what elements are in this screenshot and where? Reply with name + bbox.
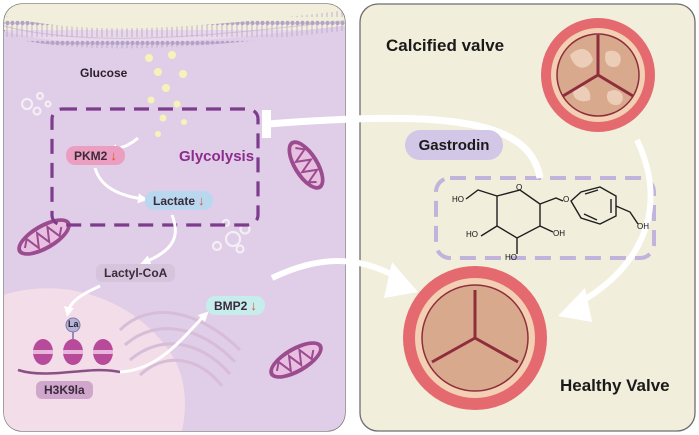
pkm2-label: PKM2 — [74, 148, 108, 163]
lactate-pill: Lactate↓ — [145, 191, 213, 210]
treatment-panel — [359, 3, 696, 432]
lactate-label: Lactate — [153, 193, 196, 208]
pkm2-down-arrow: ↓ — [110, 148, 117, 163]
lactate-down-arrow: ↓ — [198, 193, 205, 208]
atom-ho-top-left: HO — [452, 195, 464, 204]
glucose-particles — [145, 51, 187, 137]
bmp2-pill: BMP2↓ — [206, 296, 265, 315]
mitochondrion-bottom-right — [269, 341, 323, 379]
glycolysis-box — [50, 107, 260, 227]
arrow-lactate-to-lactyl — [140, 214, 177, 265]
pkm2-pill: PKM2↓ — [66, 146, 125, 165]
gastrodin-inhibition-arrow — [262, 110, 544, 179]
bmp2-label: BMP2 — [214, 298, 248, 313]
glycolysis-label: Glycolysis — [179, 148, 255, 165]
vesicles — [20, 91, 251, 254]
la-label: La — [68, 319, 79, 329]
h3k9la-label: H3K9la — [44, 383, 85, 397]
cell-membrane-line — [4, 19, 345, 39]
atom-ho-left: HO — [466, 230, 478, 239]
lactyl-coa-label: Lactyl-CoA — [104, 266, 168, 280]
atom-oh-tail: OH — [637, 222, 649, 231]
lactyl-mark — [65, 317, 81, 333]
nucleus — [4, 288, 185, 431]
calcified-valve-label: Calcified valve — [386, 36, 505, 55]
gastrodin-structure — [465, 186, 639, 254]
healthy-valve — [403, 266, 547, 410]
arrow-h3k9la-to-bmp2 — [119, 311, 209, 374]
gastrodin-pill: Gastrodin — [405, 130, 503, 160]
arrow-calcified-to-healthy-valve — [558, 138, 654, 322]
atom-o-ring: O — [516, 183, 523, 192]
calcified-valve — [541, 18, 655, 132]
glucose-label: Glucose — [80, 66, 128, 80]
atom-oh-right: OH — [553, 229, 565, 238]
gastrodin-box — [434, 176, 656, 260]
healthy-valve-label: Healthy Valve — [560, 376, 670, 395]
lactyl-coa-pill: Lactyl-CoA — [96, 264, 176, 282]
arrow-pkm2-to-lactate — [93, 167, 148, 204]
atom-o-link: O — [563, 195, 570, 204]
cell-panel — [3, 3, 346, 432]
mitochondrion-left — [17, 218, 71, 256]
gastrodin-label: Gastrodin — [418, 136, 490, 154]
nucleosome-chain — [17, 317, 121, 375]
arrow-bmp2-to-healthy-valve — [270, 258, 418, 298]
endoplasmic-reticulum — [118, 311, 242, 387]
atom-ho-bottom: HO — [505, 253, 517, 262]
h3k9la-pill: H3K9la — [36, 381, 93, 399]
arrow-lactyl-to-h3k9la — [64, 284, 101, 317]
mitochondrion-top-right — [287, 140, 325, 190]
bmp2-down-arrow: ↓ — [250, 298, 257, 313]
